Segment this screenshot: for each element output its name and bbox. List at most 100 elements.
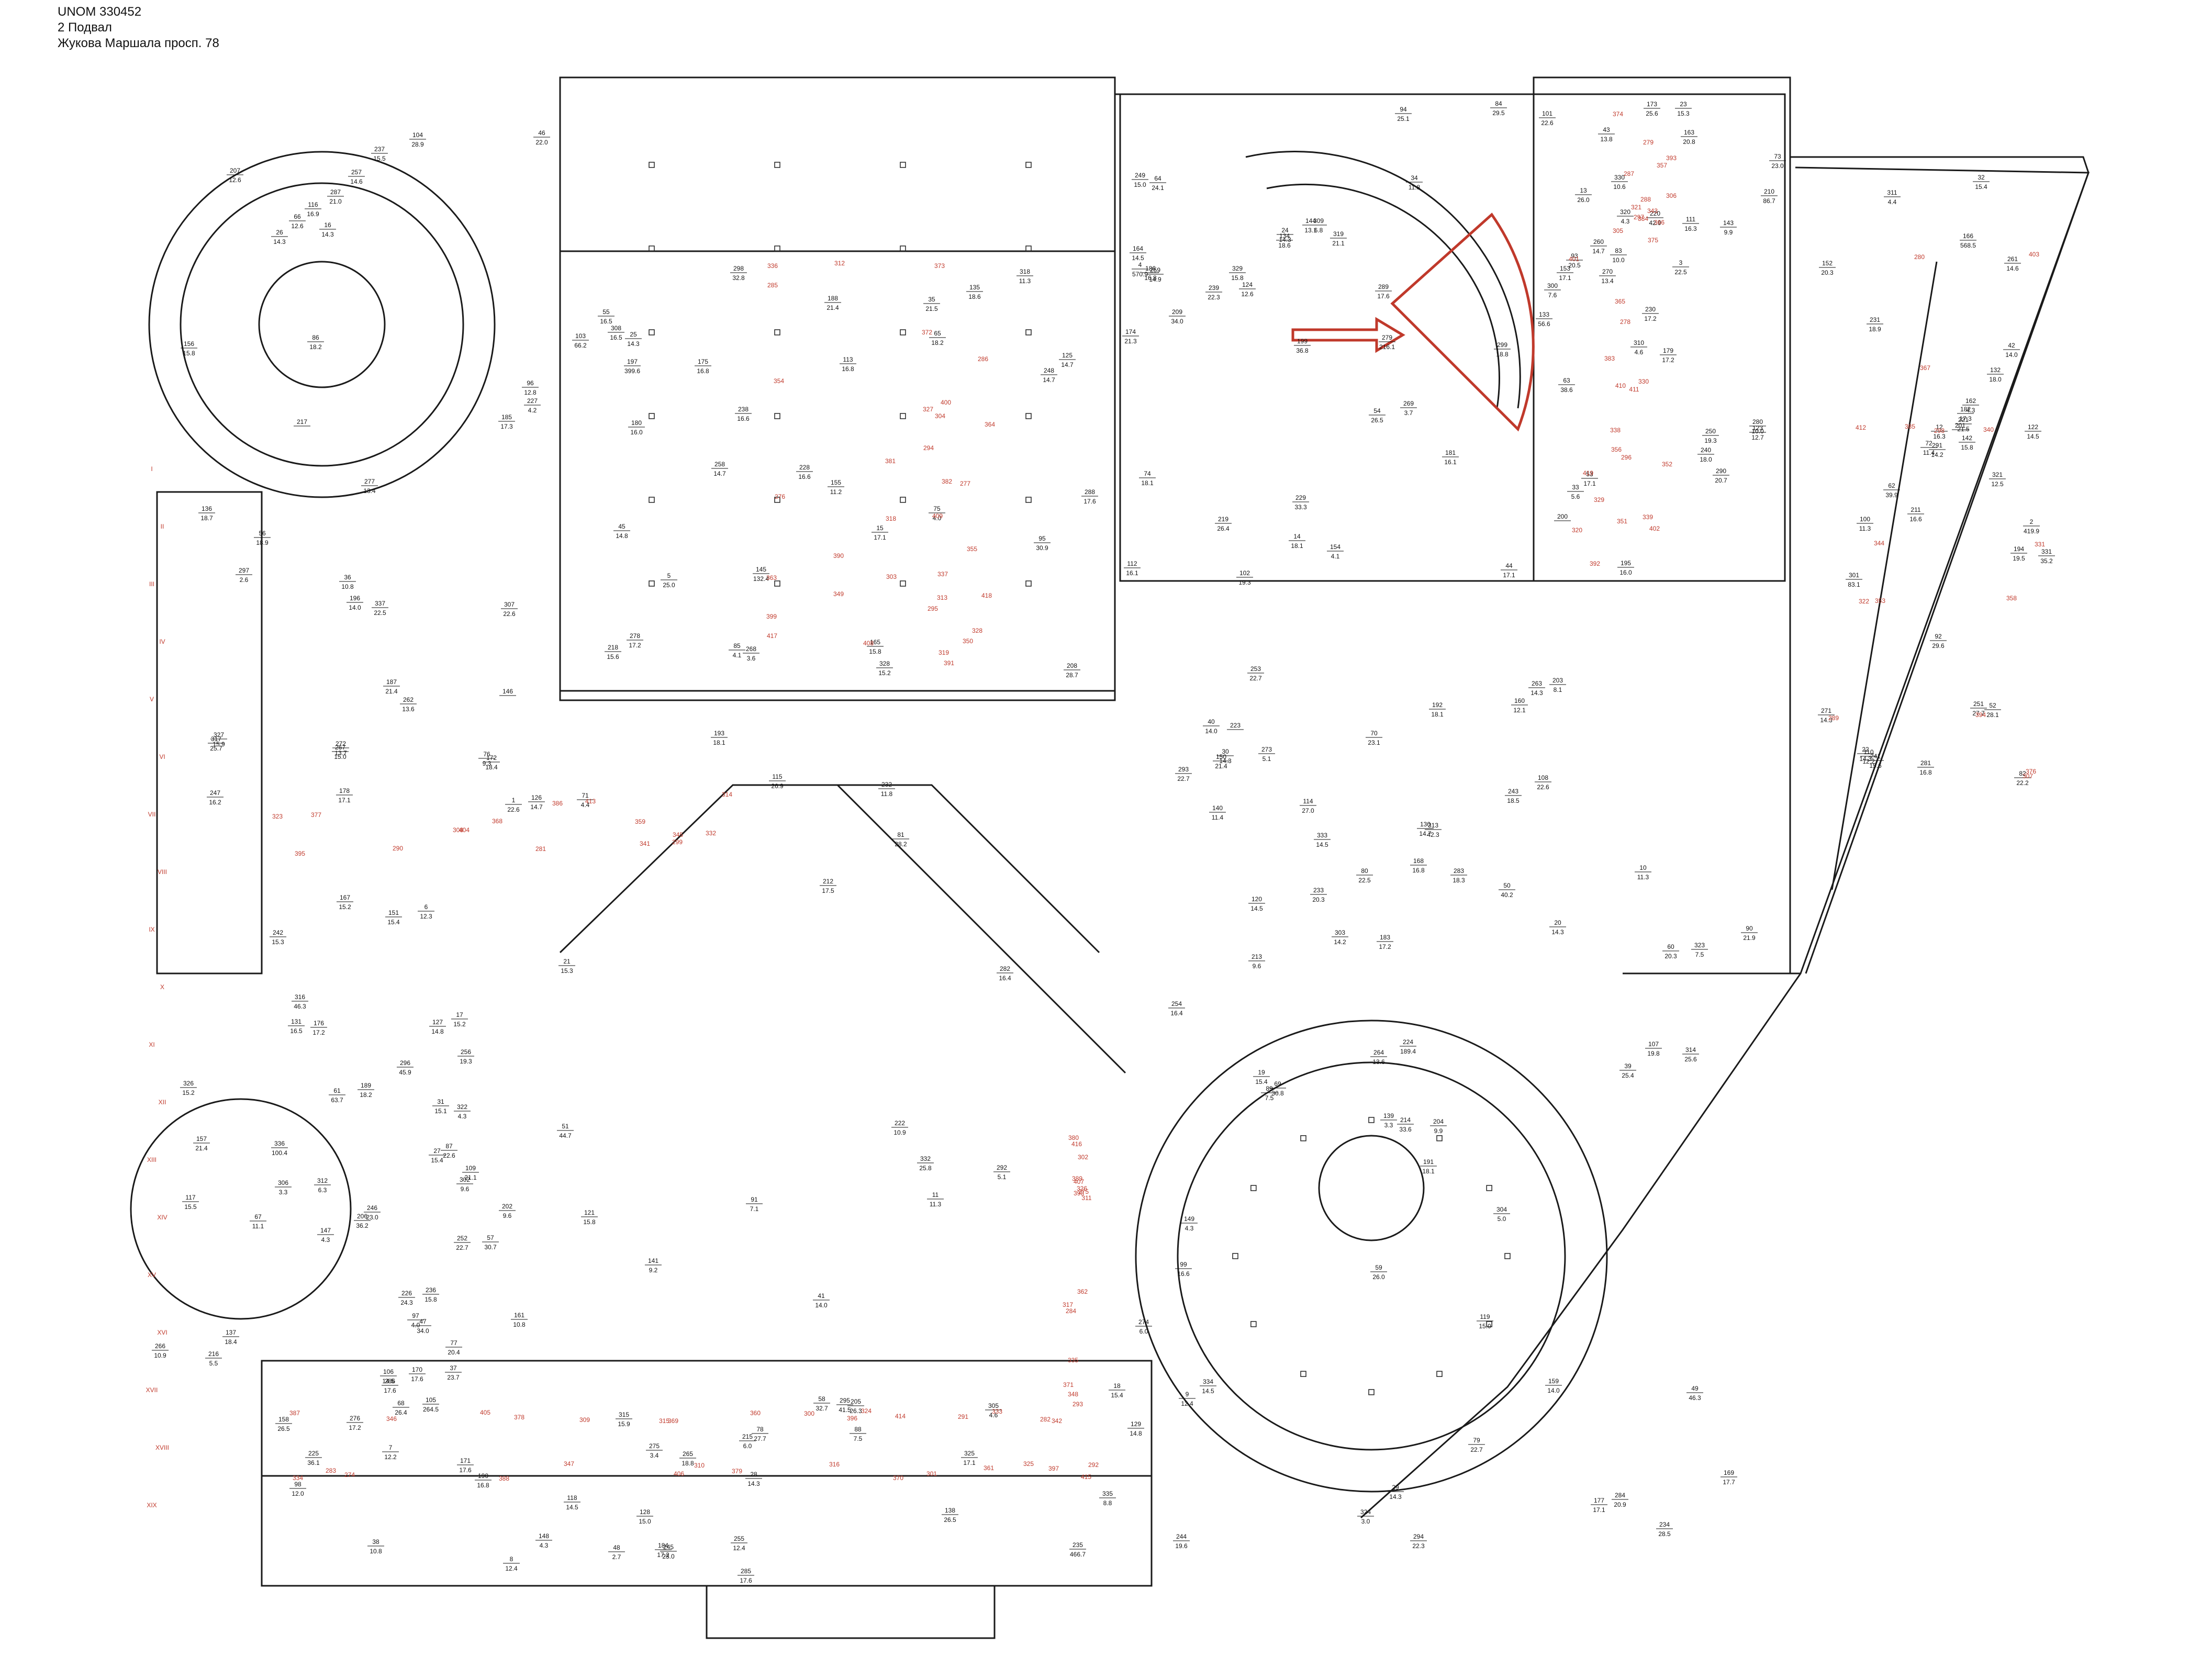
room-area: 22.6 — [443, 1152, 455, 1159]
room-area: 25.8 — [919, 1164, 932, 1172]
room-number: 117 — [185, 1194, 195, 1201]
room-area: 22.7 — [1249, 675, 1262, 682]
room-number: 1 — [512, 797, 516, 804]
room-number: 189 — [361, 1082, 371, 1089]
room-number: 323 — [1694, 942, 1705, 949]
room-number: 192 — [1432, 701, 1443, 709]
room-area: 16.8 — [477, 1482, 489, 1489]
room-number: 240 — [1701, 446, 1711, 454]
structural-column — [1250, 1185, 1257, 1191]
room-labels-layer: 19614.0197399.619936.82002012029.62038.1… — [152, 100, 2055, 1584]
room-number: 76 — [483, 751, 490, 758]
room-number: 33 — [1572, 484, 1579, 491]
room-area: 13.1 — [1304, 227, 1317, 234]
room-number: 236 — [426, 1286, 436, 1294]
room-number: 36 — [344, 574, 351, 581]
parking-space-number: 275 — [1078, 1188, 1089, 1195]
room-area: 4.3 — [540, 1542, 549, 1549]
room-85: 854.1 — [729, 642, 745, 659]
room-area: 15.8 — [183, 350, 195, 357]
room-number: 257 — [351, 169, 362, 176]
room-number: 83 — [1615, 247, 1622, 254]
parking-space-number: 317 — [1063, 1301, 1073, 1308]
room-number: 313 — [1428, 822, 1438, 829]
room-area: 4.4 — [581, 801, 590, 809]
parking-space-number: 361 — [984, 1464, 994, 1472]
parking-space-number: 405 — [480, 1409, 490, 1416]
room-number: 234 — [1659, 1521, 1670, 1528]
room-area: 17.6 — [740, 1577, 752, 1584]
room-area: 14.5 — [1250, 905, 1263, 912]
parking-space-number: 282 — [1040, 1416, 1051, 1423]
staircase-label: XVI — [157, 1329, 167, 1336]
room-number: 194 — [2014, 545, 2024, 553]
room-number: 175 — [698, 358, 708, 365]
room-number: 216 — [208, 1350, 219, 1358]
parking-space-number: 274 — [344, 1471, 355, 1478]
room-area: 216.1 — [1379, 343, 1395, 351]
room-area: 20.3 — [1664, 953, 1677, 960]
room-area: 5.5 — [209, 1360, 218, 1367]
structural-column — [774, 413, 780, 419]
room-area: 15.3 — [272, 938, 284, 946]
center-diagonal-wing-right — [836, 784, 1126, 1074]
room-number: 174 — [1125, 328, 1136, 335]
room-number: 332 — [920, 1155, 931, 1162]
parking-space-number: 300 — [804, 1410, 814, 1417]
parking-space-number: 297 — [1634, 214, 1644, 221]
room-number: 249 — [1135, 172, 1145, 179]
room-number: 16 — [324, 221, 331, 229]
parking-space-number: 283 — [326, 1467, 336, 1474]
room-number: 279 — [1382, 334, 1392, 341]
room-area: 12.0 — [292, 1490, 304, 1497]
room-area: 14.3 — [321, 231, 334, 238]
room-area: 18.8 — [682, 1460, 694, 1467]
room-number: 274 — [1138, 1318, 1149, 1326]
room-area: 16.8 — [697, 367, 709, 375]
room-area: 36.1 — [307, 1459, 320, 1466]
room-area: 7.6 — [1548, 292, 1557, 299]
parking-space-number: 400 — [941, 399, 951, 406]
parking-space-number: 338 — [1610, 427, 1621, 434]
parking-space-number: 362 — [1077, 1288, 1088, 1295]
room-area: 16.8 — [1144, 274, 1157, 282]
staircase-label: XIX — [147, 1502, 157, 1509]
room-number: 246 — [367, 1204, 377, 1212]
room-area: 28.1 — [1986, 711, 1999, 719]
room-48: 482.7 — [608, 1544, 625, 1561]
room-area: 22.2 — [2016, 779, 2029, 787]
parking-space-number: 352 — [1662, 461, 1672, 468]
room-number: 178 — [339, 787, 350, 794]
room-area: 14.9 — [1149, 276, 1161, 283]
room-area: 15.8 — [1231, 274, 1244, 282]
room-area: 16.0 — [630, 429, 643, 436]
room-number: 238 — [738, 406, 748, 413]
room-number: 222 — [895, 1119, 905, 1127]
room-number: 115 — [772, 773, 782, 780]
room-number: 186 — [1145, 265, 1156, 272]
parking-space-number: 329 — [1594, 496, 1604, 503]
room-area: 14.3 — [747, 1480, 760, 1487]
room-number: 290 — [1716, 467, 1726, 475]
room-number: 144 — [1305, 217, 1316, 225]
room-89: 897.5 — [1261, 1085, 1278, 1102]
